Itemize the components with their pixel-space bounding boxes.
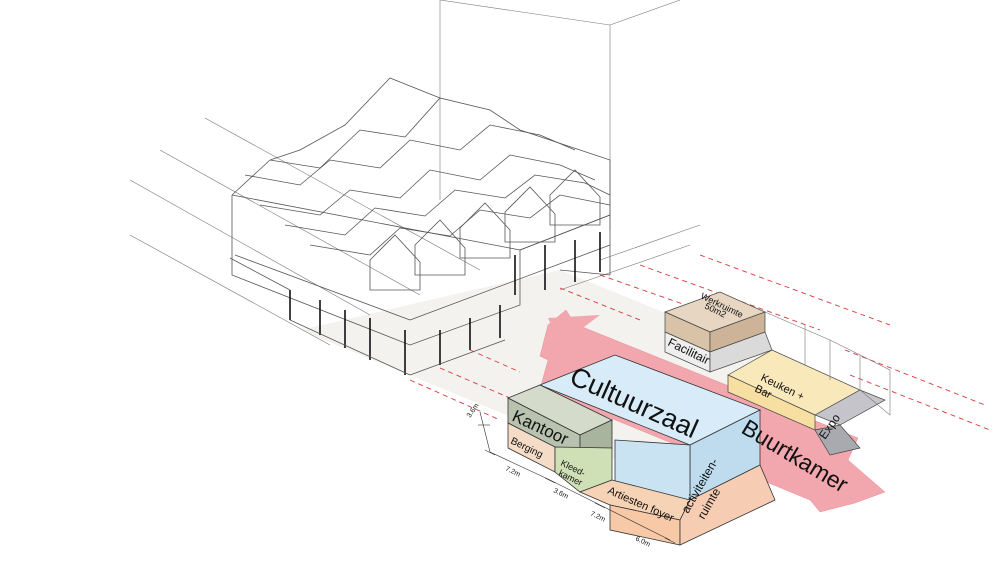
dimension-label: 7.2m [589,511,606,524]
cultuurzaal-volume [538,354,761,501]
dimension-label: 3.6m [552,488,569,501]
existing-building [229,77,611,376]
back-blocks [664,291,891,456]
site-lines [129,0,701,346]
buurtkamer-arrow-tail [548,315,600,345]
dimension-label: 7.2m [504,466,521,479]
grid-lines [409,254,991,431]
dimension-lines [478,411,676,544]
kantoor-volume [507,384,613,493]
foyer-volume [578,464,776,546]
